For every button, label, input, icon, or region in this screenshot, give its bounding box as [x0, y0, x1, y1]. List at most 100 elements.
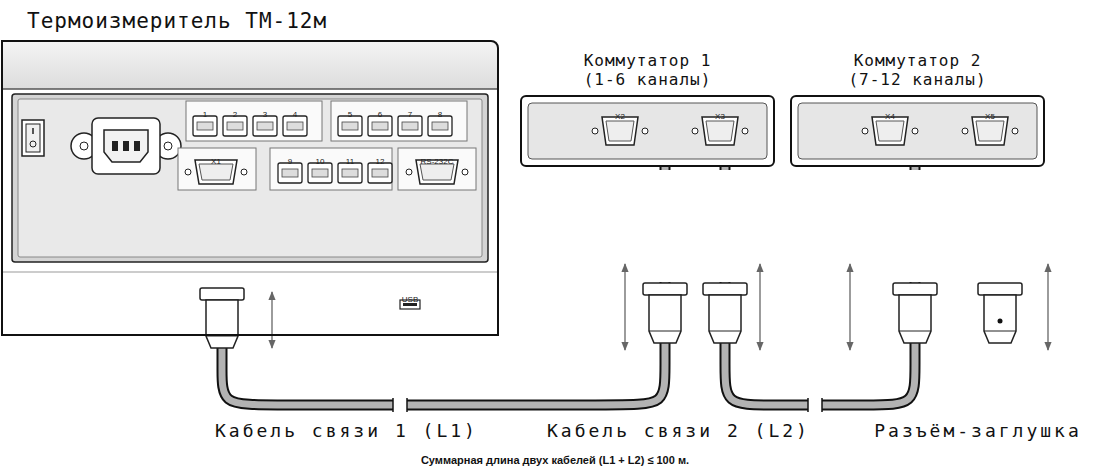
channel-number: 2	[233, 110, 237, 119]
drawing-part	[876, 121, 904, 141]
drawing-part	[912, 128, 918, 134]
drawing-part	[1, 272, 498, 273]
drawing-part	[998, 319, 1003, 324]
drawing-part	[308, 163, 332, 183]
drawing-part	[602, 117, 638, 145]
label-holder: X4	[885, 105, 895, 123]
channel-number: 10	[316, 157, 325, 166]
drawing-part	[962, 128, 968, 134]
label-holder: 2	[233, 103, 237, 121]
drawing-part	[706, 121, 734, 141]
commutator-heading: Коммутатор 1 (1-6 каналы)	[573, 51, 723, 89]
channel-number: 8	[438, 110, 442, 119]
channel-socket	[278, 163, 302, 183]
drawing-part	[398, 116, 422, 136]
db9-connector	[692, 117, 748, 145]
commutator-heading: Коммутатор 2 (7-12 каналы)	[838, 51, 998, 89]
drawing-part	[406, 169, 412, 175]
channel-number: 6	[378, 110, 382, 119]
cable-plug	[893, 283, 937, 343]
plug-label: Разъём-заглушка	[872, 420, 1084, 441]
drawing-part	[432, 122, 448, 130]
label-holder: 1	[203, 103, 207, 121]
drawing-part	[278, 163, 302, 183]
drawing-part	[368, 163, 392, 183]
drawing-part	[112, 141, 118, 151]
drawing-part	[331, 101, 467, 141]
drawing-part	[1012, 128, 1018, 134]
drawing-part	[703, 283, 747, 295]
drawing-part	[899, 295, 931, 343]
drawing-part	[32, 128, 34, 134]
commutator-box: Коммутатор 2 (7-12 каналы)	[790, 95, 1045, 167]
drawing-part	[798, 103, 1037, 159]
drawing-part	[134, 141, 140, 151]
channel-number: 11	[346, 157, 354, 166]
channel-socket	[398, 116, 422, 136]
drawing-part	[186, 101, 322, 141]
port-name: USB	[402, 295, 418, 304]
drawing-part	[709, 170, 741, 282]
label-holder: RS-232C	[421, 150, 454, 168]
cable-label-holder: Кабель связи 2 (L2)	[545, 420, 812, 441]
label-holder: X3	[715, 105, 725, 123]
label-holder: 8	[438, 103, 442, 121]
drawing-part	[18, 99, 482, 257]
cable-label: Кабель связи 2 (L2)	[545, 420, 812, 441]
drawing-part	[984, 331, 1016, 332]
drawing-part	[702, 117, 738, 145]
db9-connector	[592, 117, 648, 145]
channel-socket	[193, 116, 217, 136]
channel-socket	[368, 116, 392, 136]
channel-socket	[338, 163, 362, 183]
drawing-part	[227, 122, 243, 130]
drawing-part	[402, 122, 418, 130]
db9-connector	[962, 117, 1018, 145]
drawing-part	[80, 142, 88, 150]
drawing-part	[398, 148, 476, 190]
drawing-part	[528, 103, 767, 159]
drawing-part	[1, 88, 498, 90]
drawing-part	[312, 169, 328, 177]
cable-label-holder: Кабель связи 1 (L1)	[213, 420, 480, 441]
drawing-part	[30, 141, 36, 147]
drawing-part	[338, 163, 362, 183]
caption-note: Суммарная длина двух кабелей (L1 + L2) ≤…	[421, 454, 689, 466]
db9-connector	[862, 117, 918, 145]
drawing-part	[1047, 264, 1048, 350]
cable-break	[808, 397, 822, 413]
label-holder: 4	[293, 103, 297, 121]
drawing-part	[123, 141, 129, 151]
cable-core	[725, 167, 915, 405]
drawing-part	[808, 397, 822, 413]
drawing-part	[92, 118, 160, 174]
drawing-part	[342, 122, 358, 130]
label-holder: X2	[615, 105, 625, 123]
channel-socket	[223, 116, 247, 136]
drawing-part	[709, 295, 741, 343]
channel-number: 3	[263, 110, 267, 119]
drawing-part	[406, 398, 408, 412]
label-holder: 7	[408, 103, 412, 121]
drawing-part	[392, 398, 394, 412]
drawing-part	[164, 142, 172, 150]
cable-plug	[643, 283, 687, 343]
label-holder: 10	[316, 150, 325, 168]
connector-name: X5	[985, 112, 995, 121]
communication-cable	[725, 167, 915, 405]
drawing-part	[624, 264, 625, 350]
drawing-part	[420, 164, 454, 180]
drawing-part	[821, 398, 823, 412]
drawing-part	[372, 122, 388, 130]
drawing-part	[193, 116, 217, 136]
drawing-part	[972, 117, 1008, 145]
channel-number: 7	[408, 110, 412, 119]
connector-name: X2	[615, 112, 625, 121]
drawing-part	[1, 41, 498, 89]
drawing-part	[872, 117, 908, 145]
label-holder: Разъём-заглушка	[872, 420, 1084, 441]
drawing-part	[271, 292, 272, 348]
drawing-part	[899, 331, 931, 332]
drawing-part	[372, 169, 388, 177]
